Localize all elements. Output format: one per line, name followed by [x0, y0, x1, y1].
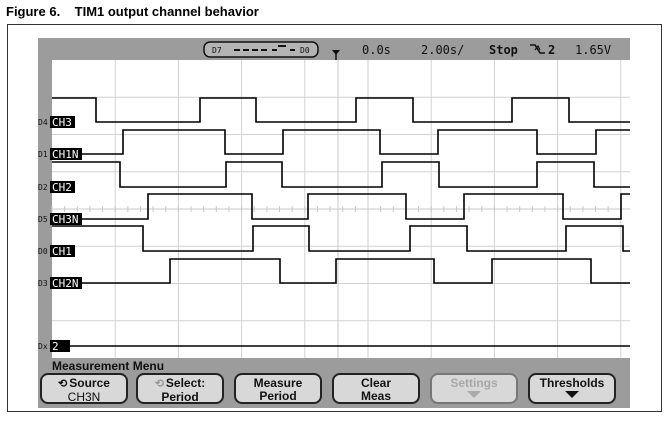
channel-label-bg: [50, 340, 70, 352]
down-arrow-icon: [565, 391, 579, 398]
softkey-label: Source: [69, 376, 110, 390]
figure-caption: Figure 6. TIM1 output channel behavior: [6, 4, 259, 19]
waveform-ch1: [52, 225, 630, 252]
channel-label-text: CH3: [52, 116, 72, 129]
softkey-label: Settings: [450, 376, 498, 390]
oscilloscope-display: D7 D0 0.0s 2.00s/ Stop 2 1.65V: [38, 38, 630, 408]
softkey-label: Thresholds: [539, 376, 605, 390]
channel-label-ch3: D4 CH3: [38, 116, 75, 129]
digital-channel-number: D2: [38, 183, 48, 192]
waveform-ch1n: [52, 129, 630, 155]
channel-label-text: CH2: [52, 181, 72, 194]
channel-label-text: CH2N: [52, 277, 79, 290]
softkey-label: Measure: [253, 376, 303, 390]
figure-title: TIM1 output channel behavior: [74, 4, 259, 19]
time-delay: 0.0s: [362, 43, 391, 57]
softkey-value: CH3N: [67, 390, 101, 404]
waveform-ch2n: [52, 258, 630, 284]
channel-label-bg: [50, 148, 82, 160]
measure-period-softkey[interactable]: Measure Period: [234, 373, 322, 404]
waveform-ch3: [52, 97, 630, 123]
clear-meas-softkey[interactable]: Clear Meas: [332, 373, 420, 404]
digital-channel-number: D0: [38, 247, 48, 256]
trigger-marker-icon: [332, 50, 340, 60]
digital-range-right: D0: [300, 46, 310, 55]
channel-label-2: Dx 2: [38, 340, 70, 353]
channel-label-ch1n: D1 CH1N: [38, 148, 82, 161]
falling-edge-icon: [530, 44, 545, 54]
measurement-menu-title: Measurement Menu: [52, 359, 164, 373]
thresholds-softkey[interactable]: Thresholds: [528, 373, 616, 404]
channel-label-ch3n: D5 CH3N: [38, 213, 82, 226]
settings-softkey[interactable]: Settings: [430, 373, 518, 404]
digital-activity-icon: [234, 45, 295, 51]
scope-screen: D7 D0 0.0s 2.00s/ Stop 2 1.65V: [38, 41, 630, 373]
softkey-label: Clear: [360, 376, 392, 390]
time-scale: 2.00s/: [421, 43, 464, 57]
rotate-knob-icon: ⟲: [58, 378, 68, 390]
softkey-label-2: Period: [259, 389, 297, 403]
digital-range-left: D7: [212, 46, 222, 55]
softkey-label: Select:: [165, 376, 206, 390]
select-softkey[interactable]: ⟲Select: Period: [136, 373, 224, 404]
channel-label-bg: [50, 277, 82, 289]
trigger-source: 2: [548, 43, 555, 57]
channel-label-bg: [50, 213, 82, 225]
run-state: Stop: [489, 43, 518, 57]
status-bar: D7 D0 0.0s 2.00s/ Stop 2 1.65V: [203, 41, 611, 60]
softkey-label-2: Meas: [360, 389, 392, 403]
channel-label-text: CH3N: [52, 213, 79, 226]
channel-label-bg: [50, 245, 75, 257]
digital-channel-number: D3: [38, 279, 48, 288]
digital-channel-number: D4: [38, 118, 48, 127]
digital-channel-number: D5: [38, 215, 48, 224]
softkey-value: Period: [161, 390, 199, 404]
digital-channel-number: Dx: [38, 342, 48, 351]
waveform-ch2: [52, 161, 630, 188]
channel-label-ch1: D0 CH1: [38, 245, 75, 258]
channel-label-ch2: D2 CH2: [38, 181, 75, 194]
channel-label-bg: [50, 116, 75, 128]
down-arrow-icon: [467, 391, 481, 398]
waveform-traces: [52, 97, 630, 347]
channel-label-text: CH1: [52, 245, 72, 258]
digital-channel-number: D1: [38, 150, 48, 159]
rotate-knob-icon: ⟲: [154, 378, 164, 390]
channel-label-ch2n: D3 CH2N: [38, 277, 82, 290]
source-softkey[interactable]: ⟲Source CH3N: [40, 373, 128, 404]
channel-label-text: 2: [52, 340, 59, 353]
waveform-ch3n: [52, 193, 630, 220]
channel-label-text: CH1N: [52, 148, 79, 161]
channel-label-bg: [50, 181, 75, 193]
figure-number: Figure 6.: [6, 4, 61, 19]
trigger-level: 1.65V: [575, 43, 611, 57]
